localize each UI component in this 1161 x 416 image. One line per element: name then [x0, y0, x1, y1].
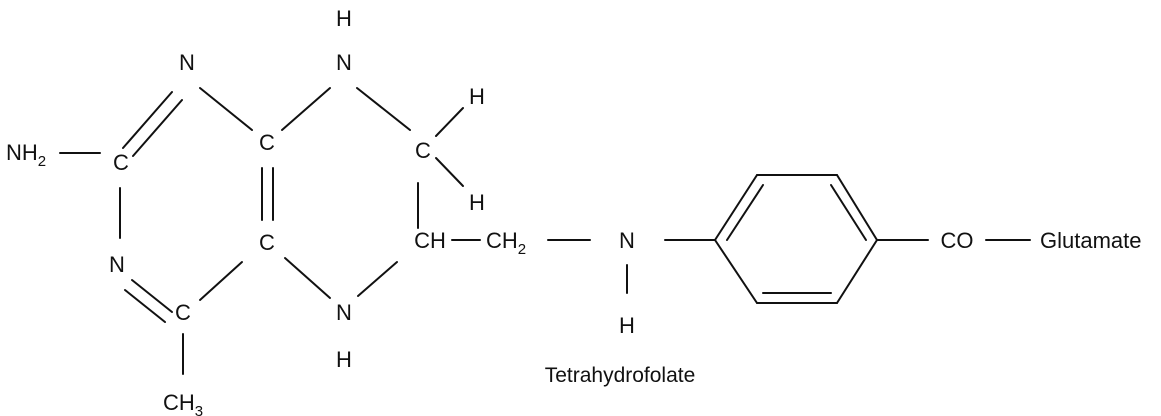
- bond-c4-c4a: [199, 261, 243, 301]
- atom-n5: N: [336, 300, 352, 325]
- atom-c4a: C: [259, 230, 275, 255]
- bonds: [59, 87, 1031, 375]
- atom-h-amine: H: [619, 313, 635, 338]
- atom-n8: N: [336, 50, 352, 75]
- group-glutamate: Glutamate: [1040, 228, 1142, 253]
- atom-h-n5: H: [336, 347, 352, 372]
- bond-c7-h-lower: [435, 157, 464, 187]
- bond-n1-c2-double-a: [122, 91, 173, 149]
- bond-ring-6: [714, 239, 758, 304]
- bond-n8-c7: [356, 87, 411, 131]
- bond-n3-c4-double-b: [124, 289, 166, 323]
- bond-ring-3: [836, 174, 878, 241]
- bond-c7-h-upper: [435, 107, 464, 137]
- diagram-caption: Tetrahydrofolate: [545, 364, 696, 387]
- bond-ring-3-inner: [830, 184, 867, 241]
- bond-c8a-n8: [281, 87, 331, 131]
- atom-n3: N: [109, 252, 125, 277]
- atom-n-amine: N: [619, 228, 635, 253]
- atom-h-c7-upper: H: [469, 84, 485, 109]
- bond-n1-c8a: [199, 87, 253, 131]
- atom-ch2: CH2: [486, 228, 526, 258]
- bond-ring-1-inner: [726, 184, 764, 241]
- bond-n1-c2-double-b: [132, 99, 183, 157]
- bond-n3-c4-double-a: [131, 279, 173, 313]
- bond-ring-4: [836, 239, 878, 304]
- atom-c8a: C: [259, 130, 275, 155]
- atom-h-n8: H: [336, 6, 352, 31]
- atom-c7: C: [415, 138, 431, 163]
- atom-ch: CH: [414, 228, 446, 253]
- atom-h-c7-lower: H: [469, 190, 485, 215]
- atom-c2: C: [113, 150, 129, 175]
- atom-nh2: NH2: [6, 140, 46, 170]
- bond-ring-1: [714, 174, 758, 241]
- atom-labels: N H N C C H H NH2 C C N CH CH2 N H C N H…: [6, 6, 1142, 416]
- atom-co: CO: [941, 228, 974, 253]
- bond-n5-c6: [357, 261, 398, 297]
- atom-ch3: CH3: [163, 390, 203, 416]
- bond-c4a-n5: [284, 257, 331, 299]
- atom-n1: N: [179, 50, 195, 75]
- atom-c4: C: [175, 300, 191, 325]
